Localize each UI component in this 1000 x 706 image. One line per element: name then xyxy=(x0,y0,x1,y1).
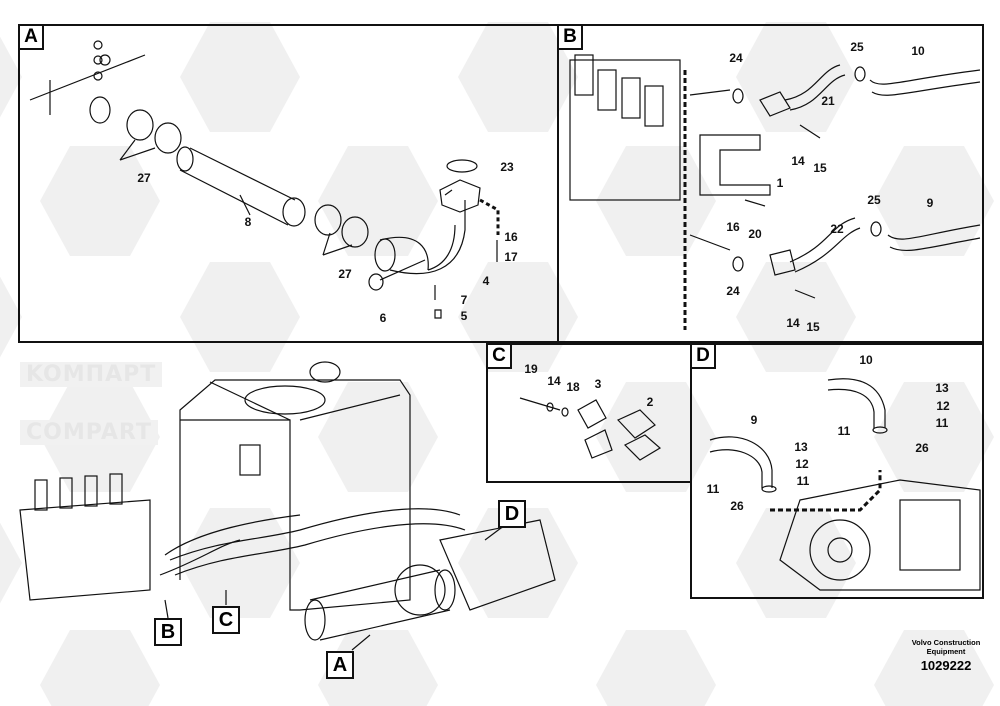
part-number-label[interactable]: 24 xyxy=(726,284,740,298)
part-number-label[interactable]: 27 xyxy=(137,171,151,185)
part-number-label[interactable]: 2 xyxy=(646,395,654,409)
part-number-label[interactable]: 11 xyxy=(796,474,810,488)
part-number-label[interactable]: 17 xyxy=(504,250,518,264)
part-number-label[interactable]: 22 xyxy=(830,222,844,236)
callout-b[interactable]: B xyxy=(154,618,182,646)
part-number-label[interactable]: 1 xyxy=(776,176,784,190)
watermark-text: KOMПАРТ xyxy=(20,362,163,387)
watermark-hexagon xyxy=(180,262,300,372)
company-name: Volvo Construction Equipment xyxy=(905,638,987,656)
panel-c-parts xyxy=(519,397,662,461)
part-number-label[interactable]: 8 xyxy=(244,215,252,229)
watermark-hexagon xyxy=(736,262,856,372)
part-number-label[interactable]: 15 xyxy=(813,161,827,175)
panel-c: C xyxy=(486,343,692,483)
part-number-label[interactable]: 7 xyxy=(460,293,468,307)
part-number-label[interactable]: 10 xyxy=(911,44,925,58)
part-number-label[interactable]: 15 xyxy=(806,320,820,334)
panel-b: B xyxy=(557,24,984,343)
panel-b-parts xyxy=(569,54,981,330)
part-number-label[interactable]: 21 xyxy=(821,94,835,108)
callout-d[interactable]: D xyxy=(498,500,526,528)
part-number-label[interactable]: 11 xyxy=(706,482,720,496)
part-number-label[interactable]: 14 xyxy=(547,374,561,388)
drawing-number: 1029222 xyxy=(920,658,972,673)
part-number-label[interactable]: 26 xyxy=(730,499,744,513)
part-number-label[interactable]: 10 xyxy=(859,353,873,367)
part-number-label[interactable]: 3 xyxy=(594,377,602,391)
part-number-label[interactable]: 25 xyxy=(850,40,864,54)
part-number-label[interactable]: 26 xyxy=(915,441,929,455)
panel-d-label: D xyxy=(690,343,716,369)
part-number-label[interactable]: 4 xyxy=(482,274,490,288)
part-number-label[interactable]: 16 xyxy=(504,230,518,244)
part-number-label[interactable]: 19 xyxy=(524,362,538,376)
part-number-label[interactable]: 23 xyxy=(500,160,514,174)
part-number-label[interactable]: 11 xyxy=(935,416,949,430)
part-number-label[interactable]: 12 xyxy=(936,399,950,413)
part-number-label[interactable]: 16 xyxy=(726,220,740,234)
panel-a-label: A xyxy=(18,24,44,50)
watermark-hexagon xyxy=(596,382,716,492)
part-number-label[interactable]: 13 xyxy=(794,440,808,454)
part-number-label[interactable]: 5 xyxy=(460,309,468,323)
callout-a[interactable]: A xyxy=(326,651,354,679)
panel-d: D xyxy=(690,343,984,599)
part-number-label[interactable]: 11 xyxy=(837,424,851,438)
panel-b-label: B xyxy=(557,24,583,50)
main-assembly xyxy=(19,361,556,651)
part-number-label[interactable]: 14 xyxy=(791,154,805,168)
panel-c-label: C xyxy=(486,343,512,369)
part-number-label[interactable]: 27 xyxy=(338,267,352,281)
part-number-label[interactable]: 9 xyxy=(750,413,758,427)
part-number-label[interactable]: 20 xyxy=(748,227,762,241)
part-number-label[interactable]: 24 xyxy=(729,51,743,65)
company-line-1: Volvo Construction xyxy=(911,638,981,647)
panel-a-parts xyxy=(29,40,500,319)
watermark-hexagon xyxy=(874,382,994,492)
part-number-label[interactable]: 12 xyxy=(795,457,809,471)
company-line-2: Equipment xyxy=(926,647,966,656)
part-number-label[interactable]: 14 xyxy=(786,316,800,330)
callout-c[interactable]: C xyxy=(212,606,240,634)
panel-d-parts xyxy=(709,378,981,591)
part-number-label[interactable]: 18 xyxy=(566,380,580,394)
panel-a: A xyxy=(18,24,559,343)
part-number-label[interactable]: 9 xyxy=(926,196,934,210)
watermark-text: COMPART xyxy=(20,420,158,445)
part-number-label[interactable]: 6 xyxy=(379,311,387,325)
part-number-label[interactable]: 25 xyxy=(867,193,881,207)
part-number-label[interactable]: 13 xyxy=(935,381,949,395)
